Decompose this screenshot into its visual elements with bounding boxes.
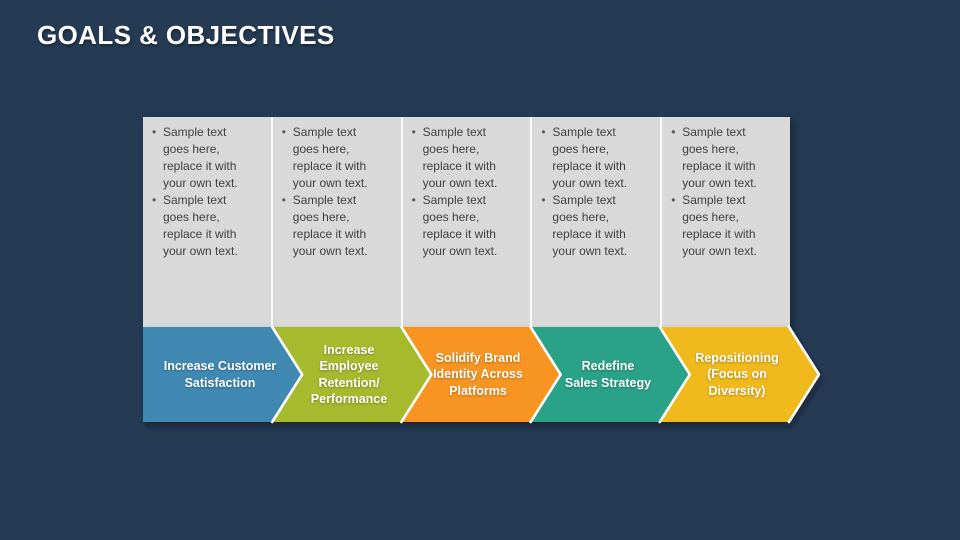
arrow-tip-outline <box>787 325 821 424</box>
bullet-column-1: Sample text goes here, replace it with y… <box>143 117 271 327</box>
page-title: GOALS & OBJECTIVES <box>37 20 335 50</box>
arrow-shape-2 <box>272 327 432 422</box>
bullet-columns: Sample text goes here, replace it with y… <box>143 117 790 327</box>
arrow-separator <box>400 325 433 424</box>
bullet-item: Sample text goes here, replace it with y… <box>411 192 527 260</box>
bullet-list: Sample text goes here, replace it with y… <box>273 117 401 260</box>
bullet-column-3: Sample text goes here, replace it with y… <box>400 117 531 327</box>
arrow-shape-4 <box>530 327 690 422</box>
arrow-separator <box>529 325 562 424</box>
bullet-list: Sample text goes here, replace it with y… <box>662 117 790 260</box>
bullet-item: Sample text goes here, replace it with y… <box>151 124 267 192</box>
bullet-item: Sample text goes here, replace it with y… <box>670 192 786 260</box>
bullet-column-4: Sample text goes here, replace it with y… <box>530 117 661 327</box>
bullet-item: Sample text goes here, replace it with y… <box>281 192 397 260</box>
bullet-list: Sample text goes here, replace it with y… <box>403 117 531 260</box>
arrow-shape-3 <box>401 327 561 422</box>
bullet-item: Sample text goes here, replace it with y… <box>670 124 786 192</box>
bullet-item: Sample text goes here, replace it with y… <box>540 124 656 192</box>
bullet-item: Sample text goes here, replace it with y… <box>411 124 527 192</box>
arrow-separator <box>270 325 304 424</box>
bullet-column-5: Sample text goes here, replace it with y… <box>660 117 790 327</box>
bullet-list: Sample text goes here, replace it with y… <box>143 117 271 260</box>
bullet-list: Sample text goes here, replace it with y… <box>532 117 660 260</box>
bullet-item: Sample text goes here, replace it with y… <box>540 192 656 260</box>
bullet-item: Sample text goes here, replace it with y… <box>281 124 397 192</box>
arrow-separator <box>658 325 692 424</box>
bullet-item: Sample text goes here, replace it with y… <box>151 192 267 260</box>
process-arrow-strip <box>143 325 821 424</box>
arrow-shape-1 <box>143 327 303 422</box>
bullet-column-2: Sample text goes here, replace it with y… <box>270 117 401 327</box>
arrow-shape-5 <box>659 327 819 422</box>
